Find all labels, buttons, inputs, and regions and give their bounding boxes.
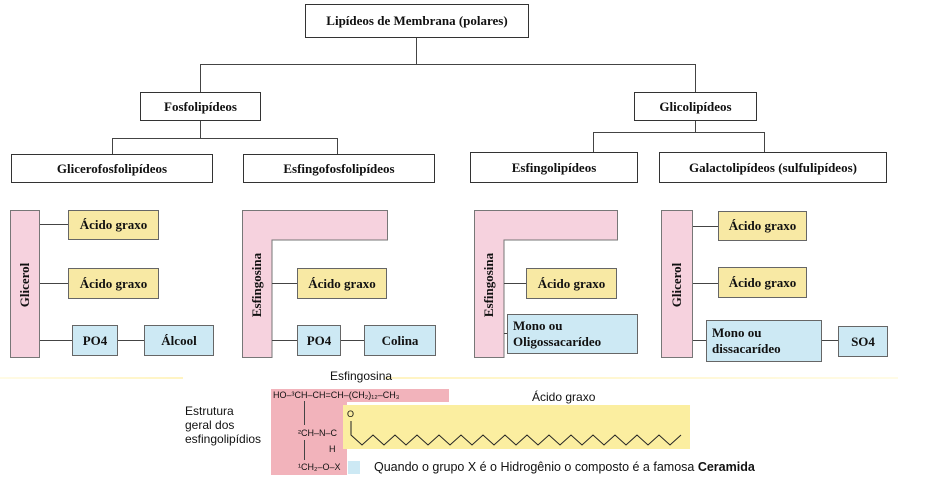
glicerofosfolipideos-label: Glicerofosfolipídeos — [56, 160, 168, 176]
esfingofosfolipideos-box: Esfingofosfolipídeos — [243, 154, 435, 183]
formula-mid: ²CH–N–C — [298, 428, 338, 438]
connector — [272, 340, 297, 341]
acido-graxo-box: Ácido graxo — [718, 267, 807, 298]
ceramida-note-text: Quando o grupo X é o Hidrogênio o compos… — [374, 460, 698, 474]
connector — [112, 138, 338, 139]
connector — [200, 64, 201, 92]
connector — [200, 64, 696, 65]
sphingosine-highlight-top — [271, 389, 449, 402]
connector — [416, 38, 417, 65]
acido-graxo-label: Ácido graxo — [308, 275, 376, 291]
connector — [341, 340, 364, 341]
connector — [112, 138, 113, 154]
glicolipideos-box: Glicolipídeos — [634, 92, 757, 121]
connector — [693, 283, 718, 284]
connector — [118, 340, 144, 341]
connector — [695, 121, 696, 133]
esfingosina-backbone — [242, 210, 388, 358]
fatty-acid-highlight — [343, 405, 690, 449]
connector — [764, 132, 765, 152]
connector — [822, 340, 838, 341]
fatty-acid-chain — [350, 421, 682, 446]
glicolipideos-label: Glicolipídeos — [659, 98, 732, 114]
formula-top: HO–³CH–CH=CH–(CH₂)₁₂–CH₃ — [273, 390, 400, 400]
acido-graxo-label: Ácido graxo — [728, 274, 797, 290]
acido-graxo-label: Ácido graxo — [79, 217, 148, 232]
glicerol-backbone — [661, 210, 693, 358]
galactolipideos-label: Galactolipídeos (sulfulipídeos) — [689, 159, 857, 175]
connector — [693, 226, 718, 227]
connector — [40, 340, 72, 341]
galactolipideos-box: Galactolipídeos (sulfulipídeos) — [659, 152, 887, 183]
connector — [40, 224, 68, 225]
connector — [40, 283, 68, 284]
esfingofosfolipideos-label: Esfingofosfolipídeos — [283, 160, 395, 176]
acido-graxo-label: Ácido graxo — [79, 275, 148, 291]
formula-o: O — [347, 409, 355, 419]
acido-graxo-title: Ácido graxo — [532, 390, 596, 404]
colina-label: Colina — [381, 332, 419, 348]
esfingolipideos-label: Esfingolipídeos — [511, 159, 597, 175]
esfingosina-backbone — [474, 210, 618, 358]
so4-box: SO4 — [838, 326, 888, 357]
alcool-label: Álcool — [161, 332, 197, 348]
po4-box: PO4 — [72, 325, 118, 356]
esfingosina-title: Esfingosina — [330, 369, 393, 383]
connector — [200, 121, 201, 139]
acido-graxo-label: Ácido graxo — [537, 275, 606, 291]
connector — [593, 132, 594, 152]
esfingosina-label: Esfingosina — [249, 252, 264, 318]
acido-graxo-label: Ácido graxo — [728, 218, 797, 233]
bond — [304, 401, 305, 425]
root-title: Lipídeos de Membrana (polares) — [326, 13, 508, 28]
po4-box: PO4 — [297, 325, 341, 356]
glicerol-label: Glicerol — [669, 262, 684, 308]
divider — [385, 377, 898, 379]
alcool-box: Álcool — [144, 325, 214, 356]
formula-bottom: ¹CH₂–O–X — [298, 462, 341, 472]
dissacarideo-box: Mono ou dissacarídeo — [706, 320, 822, 362]
acido-graxo-box: Ácido graxo — [526, 268, 617, 299]
fosfolipideos-box: Fosfolipídeos — [140, 92, 261, 121]
po4-label: PO4 — [82, 332, 108, 348]
connector — [337, 138, 338, 154]
connector — [272, 283, 297, 284]
esfingolipideos-box: Esfingolipídeos — [470, 152, 638, 183]
divider — [0, 377, 183, 379]
dissacarideo-label: Mono ou dissacarídeo — [712, 325, 781, 356]
glicerol-backbone — [10, 210, 40, 358]
bond — [304, 440, 305, 460]
glicerol-label: Glicerol — [17, 262, 32, 308]
connector — [593, 132, 765, 133]
connector — [504, 283, 526, 284]
acido-graxo-box: Ácido graxo — [68, 268, 159, 299]
x-group-highlight — [348, 461, 360, 474]
fosfolipideos-label: Fosfolipídeos — [164, 98, 237, 114]
oligossacarideo-label: Mono ou Oligossacarídeo — [513, 318, 602, 349]
acido-graxo-box: Ácido graxo — [718, 211, 807, 241]
sphingosine-highlight-body — [271, 402, 347, 475]
acido-graxo-box: Ácido graxo — [297, 268, 387, 299]
esfingosina-label: Esfingosina — [481, 252, 496, 318]
colina-box: Colina — [364, 325, 436, 356]
oligossacarideo-box: Mono ou Oligossacarídeo — [507, 314, 638, 354]
structure-side-label: Estrutura geral dos esfingolipídios — [185, 404, 262, 446]
connector — [693, 340, 706, 341]
glicerofosfolipideos-box: Glicerofosfolipídeos — [11, 154, 213, 183]
ceramida-note: Quando o grupo X é o Hidrogênio o compos… — [374, 460, 755, 474]
acido-graxo-box: Ácido graxo — [68, 210, 159, 240]
connector — [695, 64, 696, 92]
ceramida-term: Ceramida — [697, 460, 755, 474]
formula-h: H — [329, 444, 336, 454]
root-box: Lipídeos de Membrana (polares) — [305, 4, 529, 38]
po4-label: PO4 — [306, 332, 332, 348]
so4-label: SO4 — [851, 333, 875, 349]
